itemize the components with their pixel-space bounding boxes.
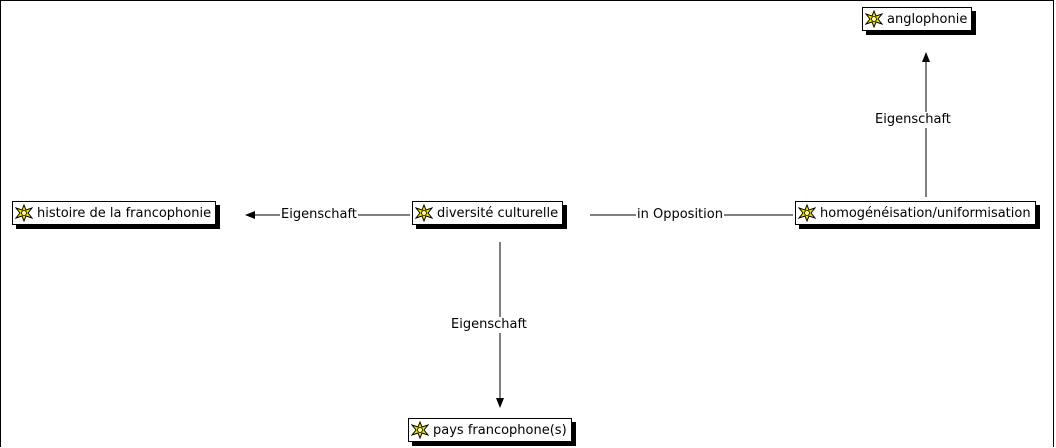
node-histoire-francophonie[interactable]: histoire de la francophonie (12, 201, 217, 225)
concept-star-icon (415, 204, 433, 222)
concept-star-icon (411, 421, 429, 439)
node-label-homogeneisation: homogénéisation/uniformisation (820, 205, 1031, 221)
concept-star-icon (798, 204, 816, 222)
link-label-homog-anglo: Eigenschaft (874, 112, 952, 128)
node-homogeneisation[interactable]: homogénéisation/uniformisation (795, 201, 1036, 225)
link-label-diversite-pays: Eigenschaft (450, 317, 528, 333)
node-anglophonie[interactable]: anglophonie (862, 7, 973, 31)
concept-star-icon (15, 204, 33, 222)
node-label-histoire: histoire de la francophonie (37, 205, 212, 221)
node-label-pays: pays francophone(s) (433, 422, 567, 438)
link-label-diversite-histoire: Eigenschaft (280, 207, 358, 223)
link-label-diversite-homog: in Opposition (636, 207, 724, 223)
node-pays-francophone[interactable]: pays francophone(s) (408, 418, 572, 442)
concept-star-icon (865, 10, 883, 28)
node-label-diversite: diversité culturelle (437, 205, 559, 221)
node-label-anglophonie: anglophonie (887, 11, 968, 27)
node-diversite-culturelle[interactable]: diversité culturelle (412, 201, 564, 225)
